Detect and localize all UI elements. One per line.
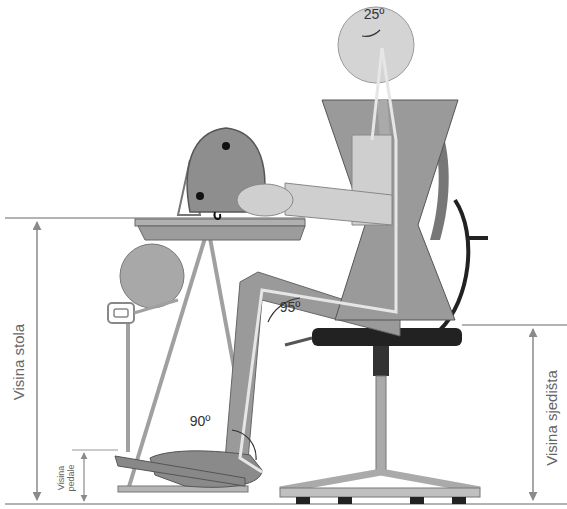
posture-line — [372, 48, 382, 140]
angle-arc — [362, 30, 380, 36]
dimension-line — [83, 453, 84, 501]
dimension-line — [36, 222, 38, 500]
ball-holder — [108, 303, 134, 323]
chair-wheel — [410, 497, 424, 504]
monitor-dot — [222, 142, 230, 150]
chair-wheel — [296, 497, 310, 504]
dimension-label: Visina stola — [11, 324, 28, 400]
posture-line — [240, 48, 396, 472]
ball-holder — [114, 309, 128, 317]
chair-wheel — [452, 497, 466, 504]
floor-line — [5, 503, 567, 505]
angle-label: 90º — [190, 414, 211, 429]
chair-wheel — [338, 497, 352, 504]
dimension-line — [532, 329, 534, 500]
ball-arm — [134, 300, 178, 313]
angle-arc — [268, 298, 300, 322]
chair-column — [373, 346, 389, 376]
chair-lever — [285, 338, 312, 345]
seat-height-line — [462, 324, 567, 326]
dimension-label: Visina pedale — [57, 460, 77, 496]
monitor-cable — [214, 212, 220, 219]
hand — [237, 184, 293, 216]
knee-ball — [120, 244, 184, 308]
angle-arc — [232, 430, 256, 460]
chair-base — [280, 488, 480, 497]
dimension-label: Visina sjedišta — [544, 370, 561, 466]
monitor-dot — [196, 192, 204, 200]
pedal-post — [126, 322, 130, 452]
head — [338, 7, 414, 83]
chair-base — [280, 472, 480, 490]
chair-knob — [466, 236, 488, 240]
pedal — [115, 456, 245, 486]
desk-tray — [138, 226, 305, 240]
desk-top — [135, 219, 305, 226]
forearm — [285, 183, 392, 225]
angle-label: 95º — [280, 300, 301, 315]
chair-column — [376, 376, 386, 474]
angle-label: 25º — [364, 7, 385, 22]
pedal-height-line — [72, 449, 118, 450]
